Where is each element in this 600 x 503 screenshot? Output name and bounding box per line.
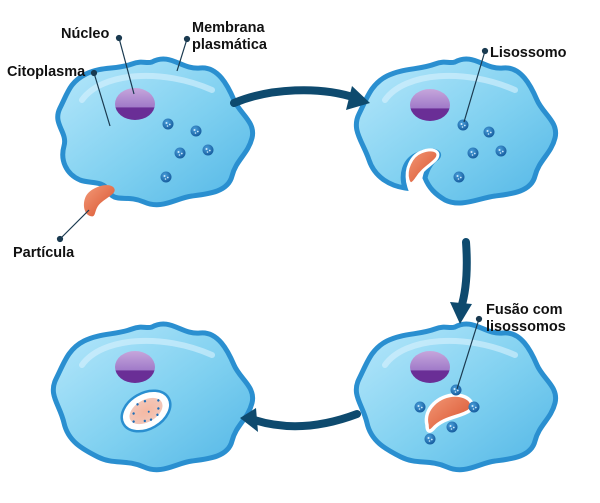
- label-membrana-line2: plasmática: [192, 37, 267, 53]
- nucleus: [115, 351, 155, 383]
- cell-stage-3: [353, 321, 559, 473]
- label-membrana-line1: Membrana: [192, 20, 265, 36]
- leader-membrana: [176, 35, 191, 72]
- cell-stage-2: [353, 56, 559, 206]
- particle: [83, 185, 115, 217]
- arrow-stage-1-to-2: [230, 86, 370, 110]
- leader-lisossomo: [463, 47, 489, 123]
- label-nucleo: Núcleo: [61, 26, 110, 42]
- label-fusao-line2: lisossomos: [486, 319, 566, 335]
- label-fusao-line1: Fusão com: [486, 302, 563, 318]
- leader-citoplasma: [90, 69, 111, 127]
- cell-stage-1: [55, 56, 256, 208]
- label-particula: Partícula: [13, 245, 75, 261]
- arrow-stage-2-to-3: [450, 238, 472, 324]
- label-membrana: Membrana plasmática: [192, 20, 267, 54]
- label-lisossomo: Lisossomo: [490, 45, 567, 61]
- label-fusao: Fusão com lisossomos: [486, 302, 566, 336]
- nucleus: [410, 89, 450, 121]
- arrow-stage-3-to-4: [240, 408, 361, 432]
- leader-nucleo: [115, 34, 135, 95]
- particle-engulfed: [405, 148, 440, 186]
- leader-fusao: [456, 315, 483, 390]
- leader-particula: [56, 209, 90, 243]
- label-citoplasma: Citoplasma: [7, 64, 86, 80]
- nucleus: [115, 88, 155, 120]
- phagosome: [424, 393, 474, 433]
- cell-stage-4: [50, 321, 256, 473]
- nucleus: [410, 351, 450, 383]
- digestive-vacuole: [120, 389, 172, 433]
